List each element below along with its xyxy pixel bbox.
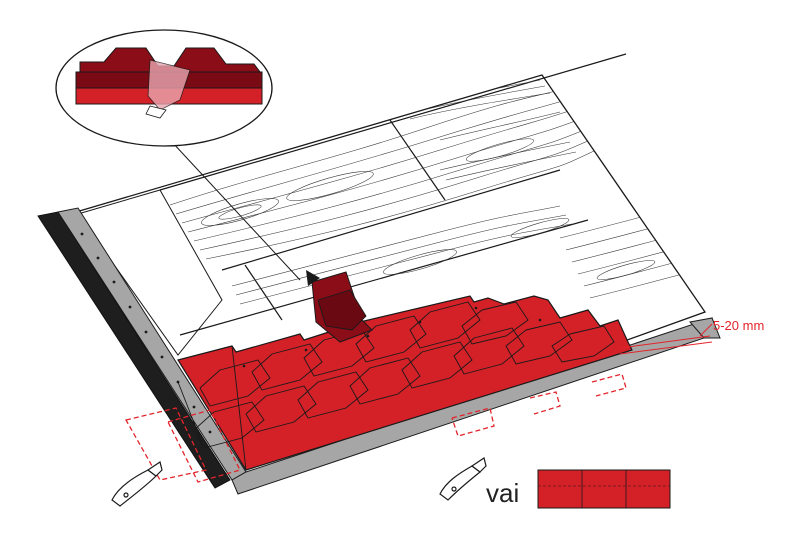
dimension-label: 5-20 mm <box>713 318 765 333</box>
or-label: vai <box>486 478 520 508</box>
dimension-indicator <box>619 323 713 355</box>
detail-callout <box>55 29 301 281</box>
cut-outline <box>125 373 627 483</box>
shingle-strip <box>537 469 671 509</box>
shingle-piece <box>306 270 373 343</box>
underlayment-sheet <box>77 189 223 356</box>
fascia-board <box>37 211 231 489</box>
shingle-course <box>177 295 633 471</box>
utility-knife-icon <box>111 461 163 507</box>
utility-knife-icon <box>439 457 487 501</box>
